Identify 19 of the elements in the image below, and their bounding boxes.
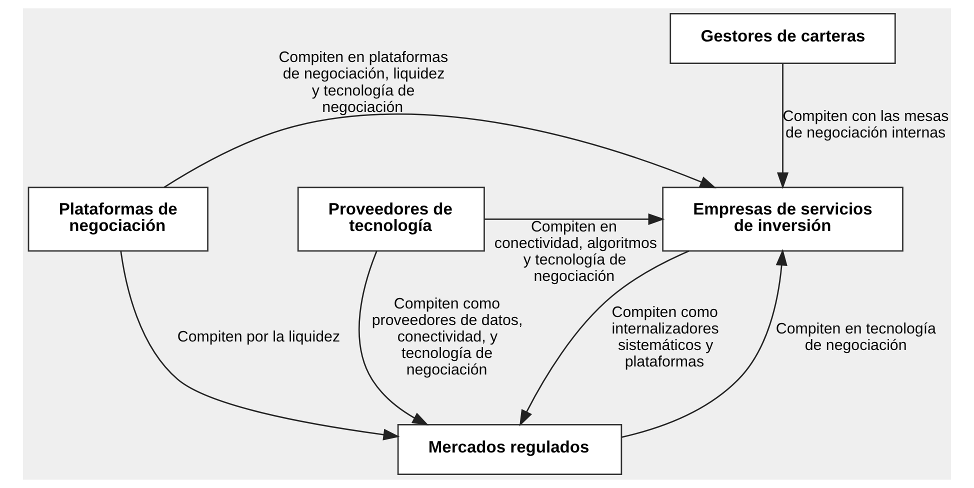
arrow bbox=[519, 250, 690, 426]
edge-label: Compiten como internalizadores sistemáticos y plataformas bbox=[612, 304, 719, 370]
arrow bbox=[776, 64, 789, 189]
node-box: Mercados regulados bbox=[397, 424, 622, 475]
edge-label: Compiten en conectividad, algoritmos y tecnología de negociación bbox=[494, 218, 658, 285]
edge-label: Compiten con las mesas de negociación internas bbox=[782, 108, 949, 142]
edge-label: Compiten como proveedores de datos, conectividad, y tecnología de negociación bbox=[372, 296, 523, 379]
node-box: Empresas de servicios de inversión bbox=[662, 186, 904, 252]
edge-label: Compiten en tecnología de negociación bbox=[776, 320, 936, 354]
edge-label: Compiten en plataformas de negociación, liquidez y tecnología de negociación bbox=[278, 49, 448, 116]
arrow bbox=[622, 249, 788, 438]
node-box: Plataformas de negociación bbox=[28, 186, 208, 252]
arrow bbox=[164, 114, 716, 188]
node-box: Gestores de carteras bbox=[670, 13, 896, 64]
arrow bbox=[358, 250, 429, 426]
node-box: Proveedores de tecnología bbox=[297, 186, 485, 252]
arrow bbox=[120, 251, 400, 440]
arrow bbox=[484, 213, 665, 225]
edge-label: Compiten por la liquidez bbox=[177, 328, 340, 346]
